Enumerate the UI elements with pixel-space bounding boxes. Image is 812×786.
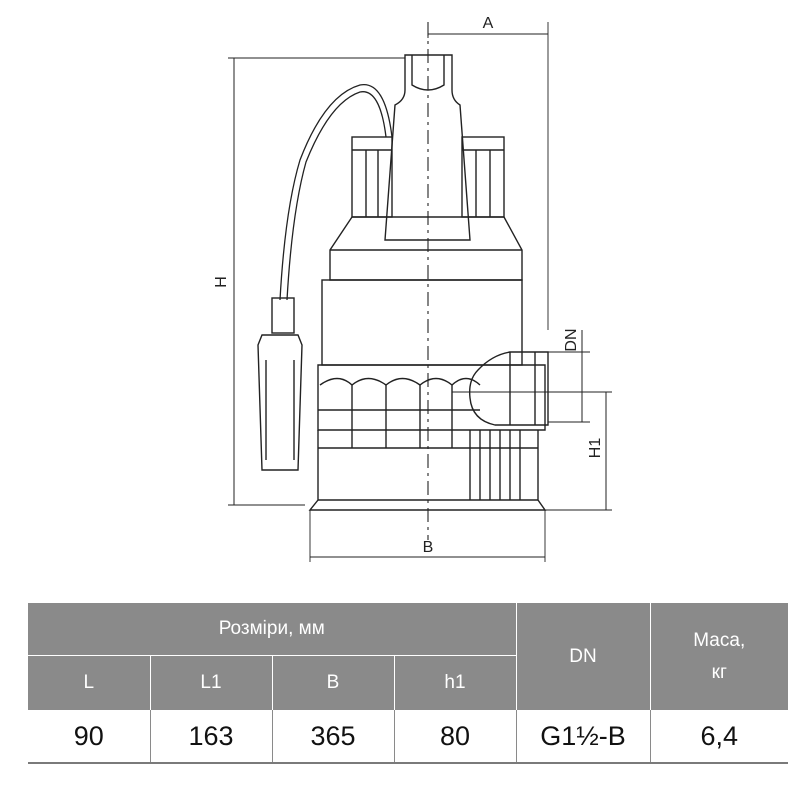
dim-label-h1: H1 [587, 438, 604, 459]
dim-label-a: A [483, 15, 494, 32]
col-header-l1: L1 [150, 655, 273, 710]
motor-housing [321, 279, 523, 366]
side-outlet [468, 351, 549, 426]
col-header-h1: h1 [394, 655, 517, 710]
pump-base [308, 430, 547, 511]
value-mass: 6,4 [650, 710, 788, 764]
col-header-b: B [272, 655, 395, 710]
value-h1: 80 [394, 710, 517, 764]
outlet-pipe [384, 54, 471, 241]
dim-label-h: H [213, 276, 230, 288]
dn-header: DN [516, 603, 651, 710]
dim-label-b: B [423, 539, 434, 556]
col-header-l: L [28, 655, 151, 710]
float-switch [257, 334, 303, 471]
value-l: 90 [28, 710, 151, 764]
value-l1: 163 [150, 710, 273, 764]
spec-table: Розміри, мм DN Маса, кг L L1 B h1 90 163… [28, 603, 788, 764]
dimensions-group-header: Розміри, мм [28, 603, 517, 656]
dim-label-dn: DN [563, 328, 580, 351]
float-cable [279, 84, 393, 301]
pump-technical-drawing: A H B DN H1 [213, 15, 612, 562]
mass-header: Маса, кг [650, 603, 788, 710]
value-dn: G1½-B [516, 710, 651, 764]
value-b: 365 [272, 710, 395, 764]
